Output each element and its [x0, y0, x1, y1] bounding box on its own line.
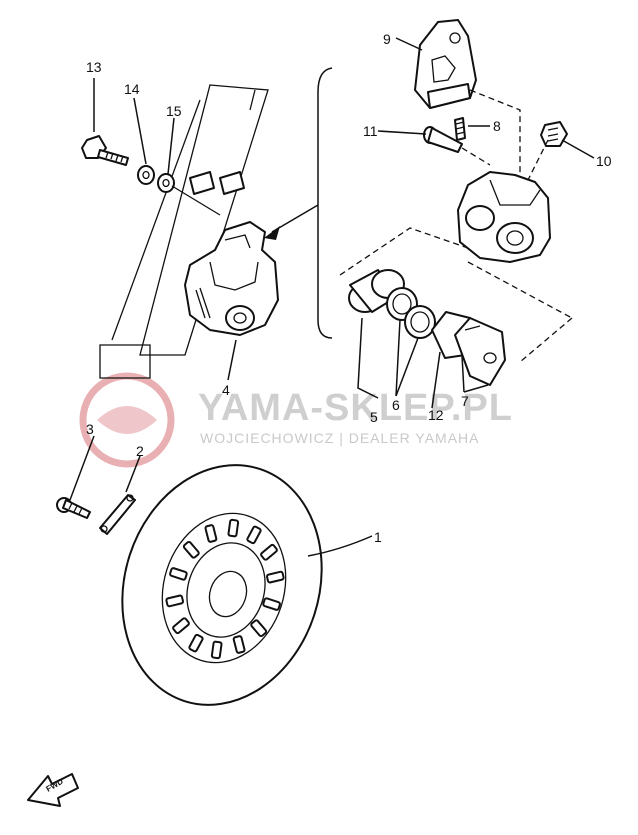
- bolt-13-axis-line: [171, 185, 221, 216]
- callout-7: 7: [461, 393, 469, 409]
- brake-disc-1: [121, 464, 323, 706]
- callout-4: 4: [222, 382, 230, 398]
- fork-studs: [189, 171, 245, 195]
- callout-8: 8: [493, 118, 501, 134]
- disc-slot: [250, 619, 268, 638]
- forward-arrow: FWD: [27, 773, 79, 807]
- callout-13: 13: [86, 59, 102, 75]
- pin-11: [423, 126, 463, 153]
- callout-12: 12: [428, 407, 444, 423]
- washer-14: [137, 165, 155, 185]
- bracket-9-dashed: [469, 89, 521, 180]
- disc-slot: [262, 597, 281, 611]
- callout-14: 14: [124, 81, 140, 97]
- callout-10: 10: [596, 153, 612, 169]
- pin-11-dashed: [461, 147, 491, 166]
- watermark-logo-ring: [79, 372, 175, 468]
- disc-slot: [246, 525, 262, 545]
- washer-15: [157, 173, 175, 193]
- disc-slot: [232, 635, 246, 654]
- watermark-dealer: WOJCIECHOWICZ | DEALER YAMAHA: [200, 430, 479, 446]
- caliper-assembly-4: [184, 221, 279, 336]
- caliper-body: [457, 171, 551, 263]
- watermark-brand: YAMA-SKLEP.PL: [198, 387, 513, 429]
- disc-slot: [210, 640, 223, 660]
- callout-11: 11: [363, 123, 378, 139]
- disc-slot: [169, 567, 188, 581]
- disc-slot: [227, 518, 240, 538]
- callout-2: 2: [136, 443, 144, 459]
- exploded-arrow-line: [271, 204, 319, 233]
- exploded-arrow-head: [264, 226, 280, 240]
- screw-3: [56, 497, 91, 519]
- bleeder-screw-10: [540, 121, 568, 147]
- bolt-13: [81, 135, 129, 166]
- fork-leg: [99, 84, 269, 379]
- watermark-logo: [79, 372, 175, 468]
- callout-3: 3: [86, 421, 94, 437]
- disc-slot: [182, 540, 200, 559]
- leader-lines: [69, 37, 595, 557]
- watermark-logo-mark: [97, 406, 157, 434]
- disc-slot: [165, 594, 185, 608]
- callout-9: 9: [383, 31, 391, 47]
- disc-slot: [172, 617, 190, 635]
- plate-2: [99, 494, 136, 535]
- callout-15: 15: [166, 103, 182, 119]
- bleeder-10-dashed: [527, 139, 549, 181]
- disc-slot: [260, 543, 278, 561]
- callout-1: 1: [374, 529, 382, 545]
- bleeder-8: [454, 117, 466, 141]
- exploded-bracket: [317, 67, 333, 339]
- seals-6: [386, 287, 436, 339]
- disc-slot: [188, 633, 204, 653]
- callout-5: 5: [370, 409, 378, 425]
- caliper-bracket-9: [414, 19, 477, 109]
- watermark: YAMA-SKLEP.PL WOJCIECHOWICZ | DEALER YAM…: [79, 372, 513, 468]
- disc-slot: [204, 524, 218, 543]
- piston-dashed-lines: [339, 227, 573, 363]
- disc-slot: [265, 570, 285, 584]
- callout-6: 6: [392, 397, 400, 413]
- brake-pads-7: [431, 311, 506, 386]
- callout-labels: 13 14 15 9 11 8 10 4 5 6 12 7 3 2 1: [86, 31, 612, 545]
